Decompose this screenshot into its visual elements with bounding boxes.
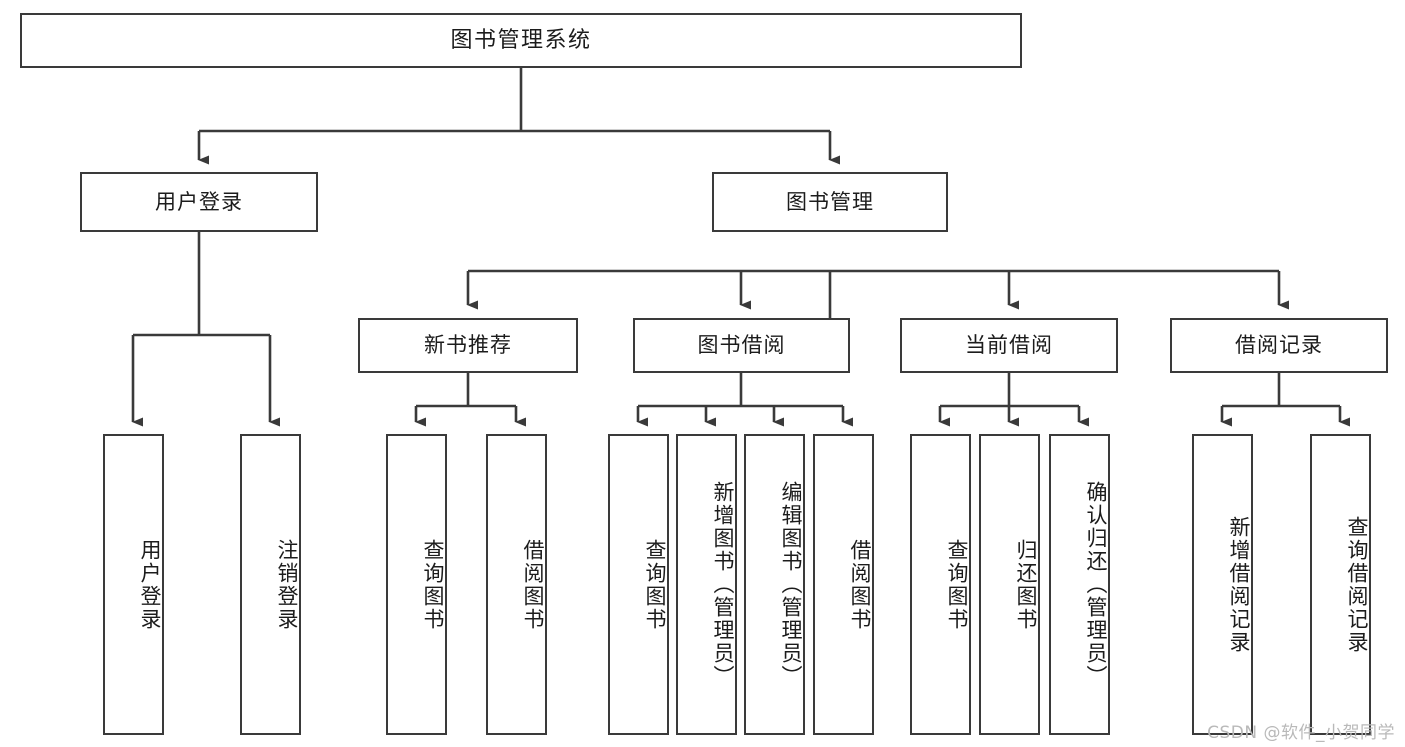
leaf-book-borrow-edit[interactable]: 编辑图书（管理员） bbox=[744, 434, 805, 735]
leaf-book-borrow-query[interactable]: 查询图书 bbox=[608, 434, 669, 735]
leaf-current-borrow-confirm-return[interactable]: 确认归还（管理员） bbox=[1049, 434, 1110, 735]
leaf-new-book-query[interactable]: 查询图书 bbox=[386, 434, 447, 735]
node-label: 图书管理 bbox=[786, 189, 874, 214]
node-label: 借阅记录 bbox=[1235, 333, 1323, 358]
node-label: 用户登录 bbox=[155, 189, 243, 214]
node-label: 归还图书 bbox=[1014, 538, 1038, 631]
node-label: 查询图书 bbox=[945, 538, 969, 631]
node-label: 编辑图书（管理员） bbox=[779, 481, 803, 688]
leaf-current-borrow-return[interactable]: 归还图书 bbox=[979, 434, 1040, 735]
node-label: 图书借阅 bbox=[697, 333, 786, 358]
node-book-management[interactable]: 图书管理 bbox=[712, 172, 948, 232]
csdn-watermark: CSDN @软件_小贺同学 bbox=[1207, 723, 1395, 743]
node-root-system[interactable]: 图书管理系统 bbox=[20, 13, 1022, 68]
node-label: 确认归还（管理员） bbox=[1084, 481, 1108, 688]
node-label: 借阅图书 bbox=[521, 538, 545, 631]
leaf-current-borrow-query[interactable]: 查询图书 bbox=[910, 434, 971, 735]
leaf-book-borrow-borrow[interactable]: 借阅图书 bbox=[813, 434, 874, 735]
node-user-login[interactable]: 用户登录 bbox=[80, 172, 318, 232]
node-label: 新增借阅记录 bbox=[1227, 515, 1251, 654]
leaf-book-borrow-add[interactable]: 新增图书（管理员） bbox=[676, 434, 737, 735]
leaf-new-book-borrow[interactable]: 借阅图书 bbox=[486, 434, 547, 735]
node-label: 查询借阅记录 bbox=[1345, 515, 1369, 654]
node-book-borrow[interactable]: 图书借阅 bbox=[633, 318, 850, 373]
node-label: 新书推荐 bbox=[424, 333, 512, 358]
node-label: 当前借阅 bbox=[965, 333, 1053, 358]
node-label: 用户登录 bbox=[138, 538, 162, 631]
leaf-borrow-record-add[interactable]: 新增借阅记录 bbox=[1192, 434, 1253, 735]
node-label: 查询图书 bbox=[421, 538, 445, 631]
node-new-book-recommend[interactable]: 新书推荐 bbox=[358, 318, 578, 373]
node-label: 图书管理系统 bbox=[450, 27, 592, 53]
node-label: 查询图书 bbox=[643, 538, 667, 631]
leaf-user-login-logout[interactable]: 注销登录 bbox=[240, 434, 301, 735]
leaf-user-login-login[interactable]: 用户登录 bbox=[103, 434, 164, 735]
node-label: 借阅图书 bbox=[848, 538, 872, 631]
leaf-borrow-record-query[interactable]: 查询借阅记录 bbox=[1310, 434, 1371, 735]
node-label: 新增图书（管理员） bbox=[711, 481, 735, 688]
node-borrow-record[interactable]: 借阅记录 bbox=[1170, 318, 1388, 373]
node-label: 注销登录 bbox=[275, 538, 299, 631]
node-current-borrow[interactable]: 当前借阅 bbox=[900, 318, 1118, 373]
